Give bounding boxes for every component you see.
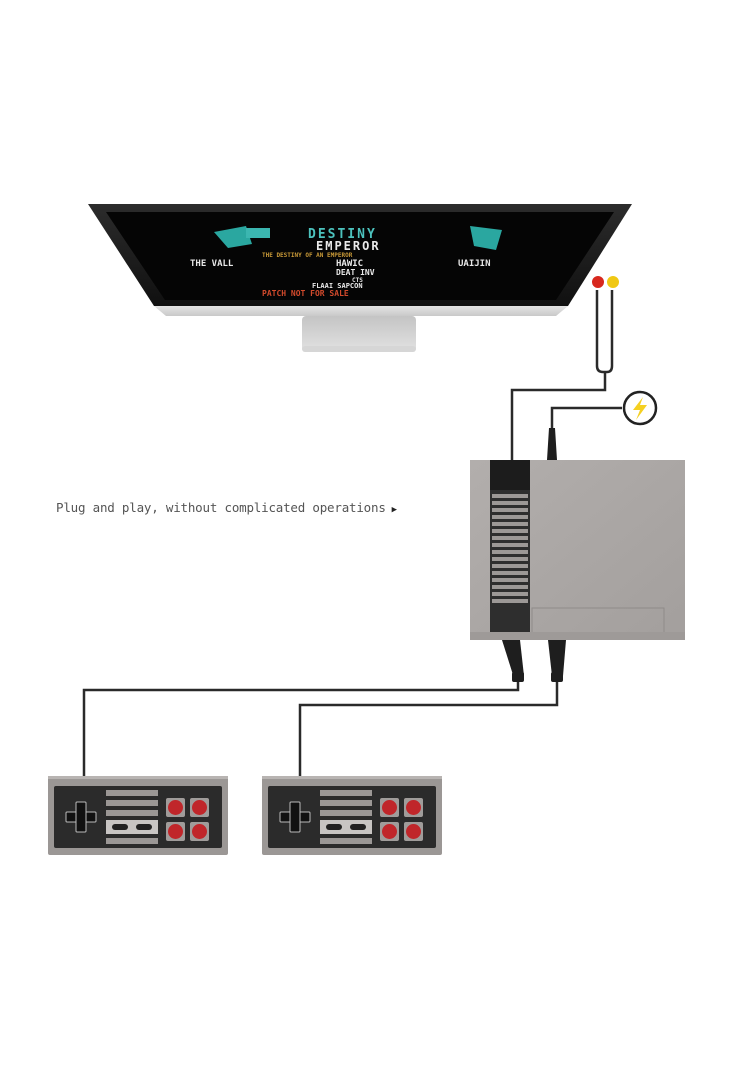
controller-cables (82, 682, 559, 778)
console (470, 460, 685, 640)
monitor: DESTINY EMPEROR THE DESTINY OF AN EMPERO… (88, 204, 632, 352)
controller-center-stripes (320, 790, 372, 844)
controller-plug-1 (502, 640, 524, 682)
controller-select-start-panel (320, 820, 372, 834)
game-menu-right: UAIJIN (458, 259, 491, 269)
console-front-lip (470, 632, 685, 640)
game-menu-center: HAWIC (336, 259, 363, 269)
start-button (136, 824, 152, 830)
start-button (350, 824, 366, 830)
av-plug-red (590, 274, 606, 290)
game-line3: CTS (352, 277, 363, 284)
game-footer: PATCH NOT FOR SALE (262, 289, 349, 298)
action-buttons (166, 798, 209, 841)
controller-select-start-panel (106, 820, 158, 834)
controller-plug-2 (548, 640, 566, 682)
game-title-art (214, 226, 502, 250)
game-subtitle: THE DESTINY OF AN EMPEROR (262, 252, 353, 259)
game-title-line1: DESTINY (308, 227, 377, 242)
controller-2 (262, 776, 442, 855)
power-cable (547, 406, 622, 460)
console-av-socket (490, 460, 530, 490)
select-button (326, 824, 342, 830)
triangle-right-icon: ▶ (391, 505, 397, 515)
monitor-stand (302, 316, 416, 352)
game-line2: DEAT INV (336, 268, 375, 277)
console-vent-grille (492, 494, 528, 603)
monitor-stand-base (302, 346, 416, 352)
action-buttons (380, 798, 423, 841)
dpad-icon (279, 801, 311, 833)
controller-center-stripes (106, 790, 158, 844)
lightning-bolt-icon (622, 390, 658, 426)
monitor-chin (154, 306, 568, 316)
caption: Plug and play, without complicated opera… (56, 500, 397, 515)
game-line4: FLAAI SAPCON (312, 282, 363, 290)
dpad-icon (65, 801, 97, 833)
game-menu-left: THE VALL (190, 259, 234, 269)
game-title-line2: EMPEROR (316, 239, 381, 253)
select-button (112, 824, 128, 830)
av-cable (510, 290, 614, 460)
caption-text: Plug and play, without complicated opera… (56, 500, 386, 515)
av-plug-yellow (605, 274, 621, 290)
controller-1 (48, 776, 228, 855)
